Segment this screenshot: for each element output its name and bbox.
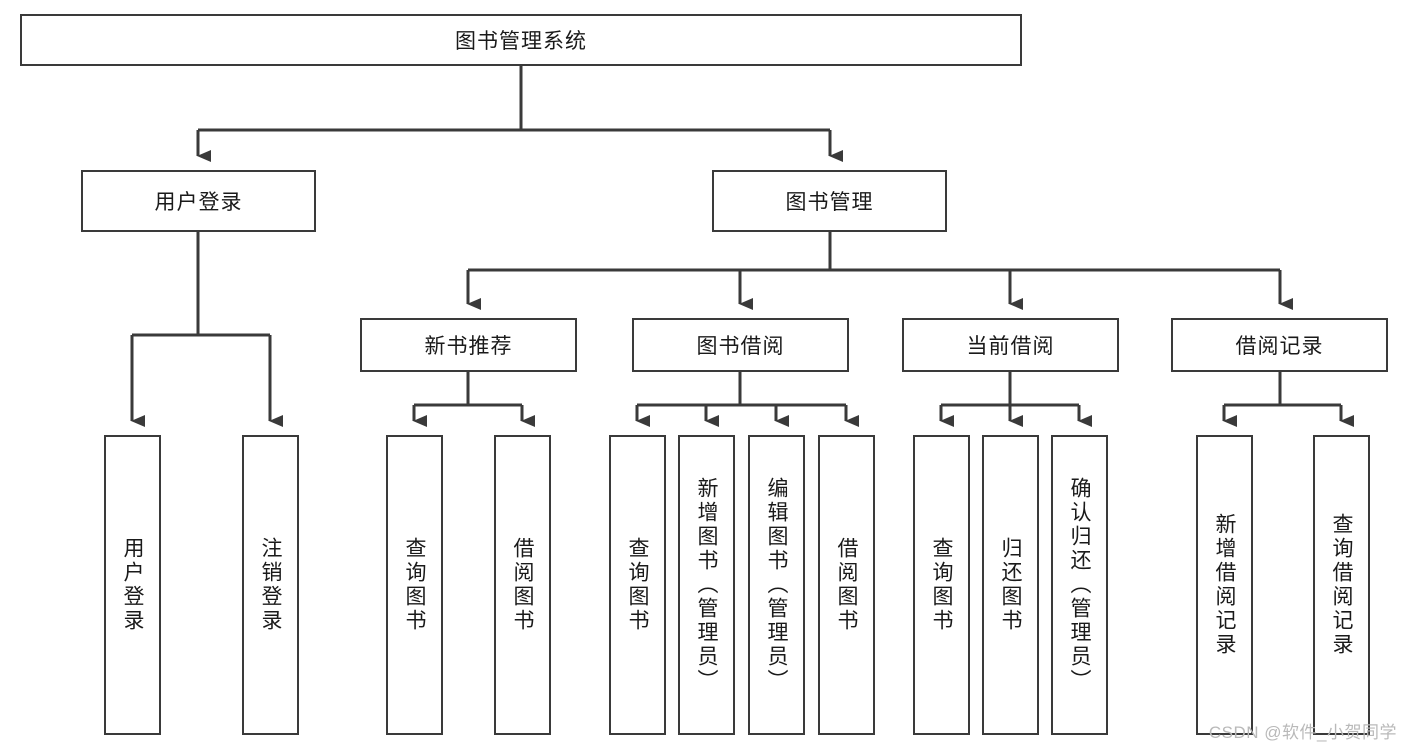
node-label: 查询借阅记录 — [1330, 513, 1353, 657]
node-label: 新书推荐 — [424, 335, 513, 358]
node-label: 编辑图书（管理员） — [765, 477, 788, 693]
leaf-query-book-current[interactable]: 查询图书 — [913, 435, 970, 735]
node-label: 图书管理系统 — [455, 30, 587, 53]
node-label: 借阅图书 — [511, 537, 534, 633]
node-label: 图书管理 — [785, 191, 874, 214]
leaf-add-book-admin[interactable]: 新增图书（管理员） — [678, 435, 735, 735]
node-label: 新增图书（管理员） — [695, 477, 718, 693]
watermark: CSDN @软件_小贺同学 — [1208, 723, 1397, 742]
node-label: 图书借阅 — [696, 335, 785, 358]
leaf-user-login[interactable]: 用户登录 — [104, 435, 161, 735]
node-current-borrow[interactable]: 当前借阅 — [902, 318, 1119, 372]
node-label: 借阅记录 — [1235, 335, 1324, 358]
node-label: 用户登录 — [121, 537, 144, 633]
node-root[interactable]: 图书管理系统 — [20, 14, 1022, 66]
leaf-edit-book-admin[interactable]: 编辑图书（管理员） — [748, 435, 805, 735]
leaf-return-book[interactable]: 归还图书 — [982, 435, 1039, 735]
leaf-add-borrow-record[interactable]: 新增借阅记录 — [1196, 435, 1253, 735]
node-label: 借阅图书 — [835, 537, 858, 633]
node-label: 查询图书 — [403, 537, 426, 633]
leaf-borrow-book-newbook[interactable]: 借阅图书 — [494, 435, 551, 735]
node-label: 查询图书 — [626, 537, 649, 633]
node-label: 当前借阅 — [966, 335, 1055, 358]
leaf-query-book-newbook[interactable]: 查询图书 — [386, 435, 443, 735]
node-book-management[interactable]: 图书管理 — [712, 170, 947, 232]
leaf-query-borrow-record[interactable]: 查询借阅记录 — [1313, 435, 1370, 735]
leaf-logout[interactable]: 注销登录 — [242, 435, 299, 735]
node-book-borrow[interactable]: 图书借阅 — [632, 318, 849, 372]
node-label: 确认归还（管理员） — [1068, 477, 1091, 693]
leaf-query-book-borrow[interactable]: 查询图书 — [609, 435, 666, 735]
node-label: 新增借阅记录 — [1213, 513, 1236, 657]
leaf-confirm-return-admin[interactable]: 确认归还（管理员） — [1051, 435, 1108, 735]
node-borrow-record[interactable]: 借阅记录 — [1171, 318, 1388, 372]
node-label: 查询图书 — [930, 537, 953, 633]
node-label: 注销登录 — [259, 537, 282, 633]
node-label: 归还图书 — [999, 537, 1022, 633]
leaf-borrow-book[interactable]: 借阅图书 — [818, 435, 875, 735]
node-label: 用户登录 — [154, 191, 243, 214]
node-new-book-recommend[interactable]: 新书推荐 — [360, 318, 577, 372]
node-user-login[interactable]: 用户登录 — [81, 170, 316, 232]
